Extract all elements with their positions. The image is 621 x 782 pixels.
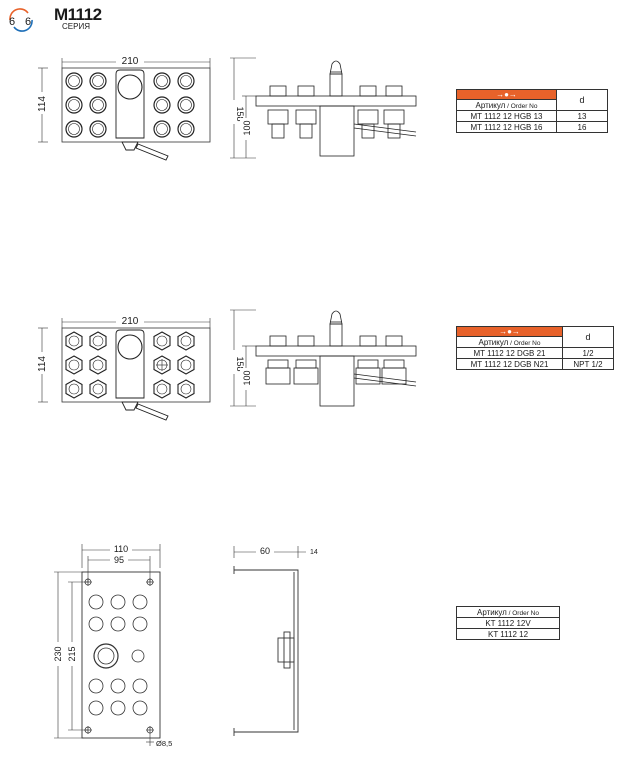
front-view-2: 210 114 <box>36 315 211 421</box>
col-article-header: Артикул / Order No <box>456 99 557 111</box>
side-view-3: 60 14 <box>233 545 318 736</box>
col-article-header: Артикул / Order No <box>456 336 563 348</box>
dim-depth-60: 60 <box>260 546 270 556</box>
logo-icon: 6 6 <box>9 8 33 32</box>
dim-height-114: 114 <box>37 356 48 372</box>
dim-height-230: 230 <box>53 646 63 661</box>
dim-width-95: 95 <box>114 555 124 565</box>
logo-digit-left: 6 <box>9 16 15 28</box>
front-view-1: 210 114 <box>36 55 211 161</box>
dim-width-210: 210 <box>122 56 139 67</box>
dim-height-215: 215 <box>67 646 77 661</box>
spec-table-2: →●→ d Артикул / Order No MT 1112 12 DGB … <box>456 326 614 370</box>
table-row: KT 1112 12V <box>456 617 560 629</box>
logo-digit-right: 6 <box>25 16 31 28</box>
bracket-profile <box>233 566 299 736</box>
dim-height-114: 114 <box>37 96 48 112</box>
side-view-1: 158 100 <box>228 57 417 159</box>
dim-width-110: 110 <box>114 544 128 554</box>
spec-table-1: →●→ d Артикул / Order No MT 1112 12 HGB … <box>456 89 608 133</box>
dim-flange-14: 14 <box>310 549 318 556</box>
col-d-header: d <box>562 326 614 348</box>
series-subtitle: СЕРИЯ <box>62 22 90 31</box>
series-title: M1112 <box>54 5 102 24</box>
front-view-3: 110 95 230 215 Ø8,5 <box>52 543 172 748</box>
dim-height-100: 100 <box>242 120 252 135</box>
mounting-holes <box>84 578 154 734</box>
dim-width-210: 210 <box>122 316 139 327</box>
connector-icon: →●→ <box>456 89 557 100</box>
dim-hole-diameter: Ø8,5 <box>156 739 172 748</box>
connector-icon: →●→ <box>456 326 563 337</box>
col-d-header: d <box>556 89 608 111</box>
dim-height-100: 100 <box>242 370 252 385</box>
col-article-header: Артикул / Order No <box>456 606 560 618</box>
main-connector <box>115 69 169 161</box>
cutout-holes <box>88 594 148 716</box>
dim-height-158: 158 <box>235 356 245 371</box>
dim-height-158: 158 <box>235 106 245 121</box>
side-view-2: 158 100 <box>228 309 417 407</box>
table-row: KT 1112 12 <box>456 628 560 640</box>
cable-gland-grid <box>65 72 195 138</box>
cable-gland-grid <box>65 331 195 399</box>
spec-table-3: Артикул / Order No KT 1112 12V KT 1112 1… <box>456 606 560 640</box>
main-connector <box>115 329 169 421</box>
